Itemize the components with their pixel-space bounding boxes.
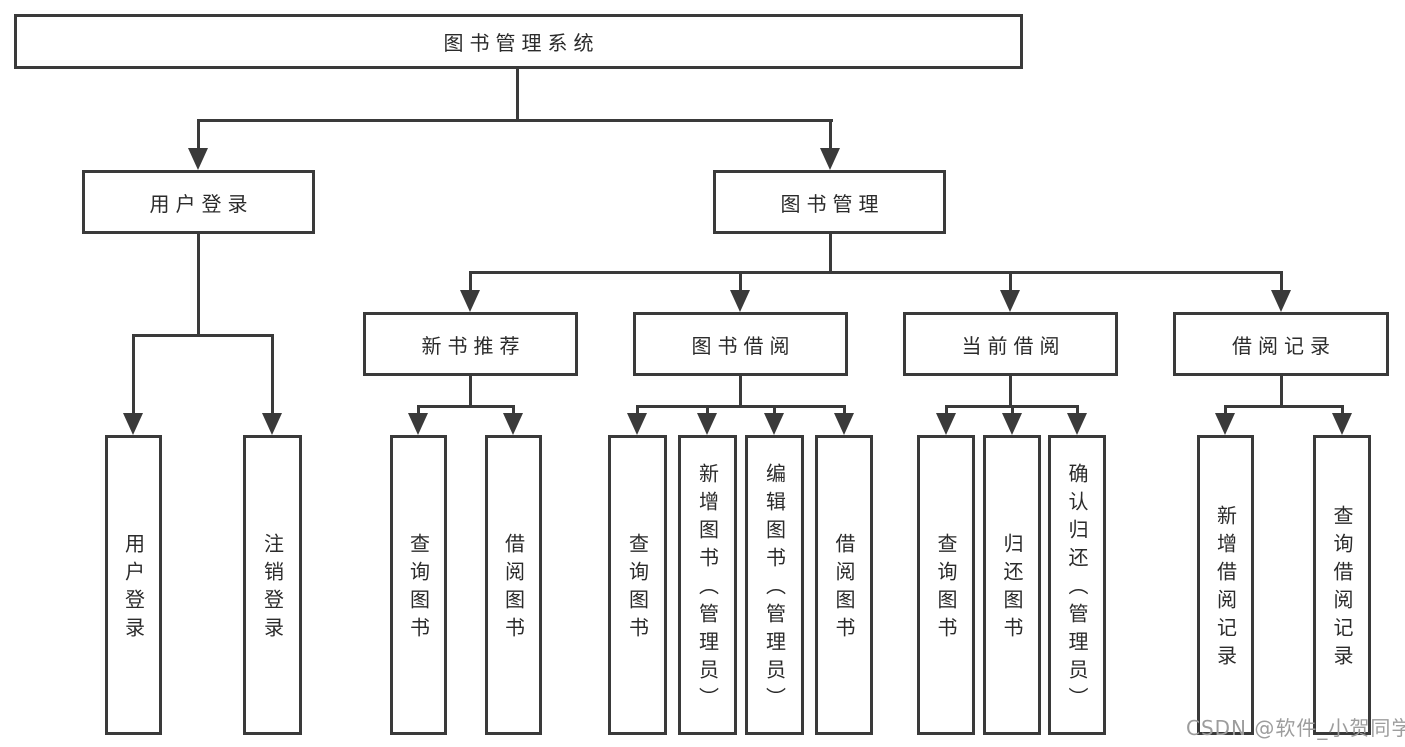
arrow-head — [627, 413, 647, 435]
csdn-watermark: CSDN @软件_小贺同学 — [1186, 716, 1405, 740]
connector-segment — [739, 272, 742, 294]
leaf-return-books: 归还图书 — [983, 435, 1041, 735]
leaf-borrow-books-recommend: 借阅图书 — [485, 435, 542, 735]
arrow-head — [834, 413, 854, 435]
leaf-borrow-books-borrowing: 借阅图书 — [815, 435, 873, 735]
connector-segment — [197, 234, 200, 335]
node-new-book-recommendation: 新书推荐 — [363, 312, 578, 376]
node-book-borrowing: 图书借阅 — [633, 312, 848, 376]
connector-segment — [1224, 405, 1227, 417]
leaf-confirm-return-admin: 确认归还（管理员） — [1048, 435, 1106, 735]
arrow-head — [188, 148, 208, 170]
leaf-add-books-admin: 新增图书（管理员） — [678, 435, 737, 735]
connector-segment — [636, 405, 846, 408]
connector-segment — [773, 405, 776, 417]
arrow-head — [820, 148, 840, 170]
connector-segment — [843, 405, 846, 417]
connector-segment — [706, 405, 709, 417]
connector-segment — [1280, 376, 1283, 406]
arrow-head — [1332, 413, 1352, 435]
arrow-head — [123, 413, 143, 435]
connector-segment — [469, 271, 1283, 274]
arrow-head — [730, 290, 750, 312]
arrow-head — [460, 290, 480, 312]
arrow-head — [1215, 413, 1235, 435]
connector-segment — [516, 69, 519, 121]
leaf-query-borrow-record: 查询借阅记录 — [1313, 435, 1371, 735]
connector-segment — [1341, 405, 1344, 417]
connector-segment — [417, 405, 420, 417]
node-current-borrowing: 当前借阅 — [903, 312, 1118, 376]
node-borrowing-records: 借阅记录 — [1173, 312, 1389, 376]
node-book-management: 图书管理 — [713, 170, 946, 234]
arrow-head — [262, 413, 282, 435]
leaf-query-books-recommend: 查询图书 — [390, 435, 447, 735]
arrow-head — [1000, 290, 1020, 312]
arrow-head — [1271, 290, 1291, 312]
connector-segment — [739, 376, 742, 406]
connector-segment — [1009, 272, 1012, 294]
connector-segment — [469, 272, 472, 294]
leaf-user-login: 用户登录 — [105, 435, 162, 735]
connector-segment — [132, 335, 135, 417]
connector-segment — [1280, 272, 1283, 294]
connector-segment — [197, 120, 200, 152]
node-user-login: 用户登录 — [82, 170, 315, 234]
connector-segment — [829, 234, 832, 273]
arrow-head — [936, 413, 956, 435]
arrow-head — [503, 413, 523, 435]
connector-segment — [197, 119, 833, 122]
leaf-query-books-current: 查询图书 — [917, 435, 975, 735]
leaf-logout: 注销登录 — [243, 435, 302, 735]
arrow-head — [764, 413, 784, 435]
connector-segment — [1011, 405, 1014, 417]
arrow-head — [1067, 413, 1087, 435]
connector-segment — [1076, 405, 1079, 417]
connector-segment — [271, 335, 274, 417]
arrow-head — [408, 413, 428, 435]
leaf-add-borrow-record: 新增借阅记录 — [1197, 435, 1254, 735]
connector-segment — [636, 405, 639, 417]
connector-segment — [469, 376, 472, 406]
arrow-head — [697, 413, 717, 435]
connector-segment — [132, 334, 274, 337]
connector-segment — [945, 405, 948, 417]
connector-segment — [512, 405, 515, 417]
connector-segment — [1224, 405, 1344, 408]
node-library-management-system: 图书管理系统 — [14, 14, 1023, 69]
leaf-query-books-borrowing: 查询图书 — [608, 435, 667, 735]
arrow-head — [1002, 413, 1022, 435]
connector-segment — [829, 120, 832, 152]
connector-segment — [417, 405, 515, 408]
leaf-edit-books-admin: 编辑图书（管理员） — [745, 435, 804, 735]
connector-segment — [1009, 376, 1012, 406]
